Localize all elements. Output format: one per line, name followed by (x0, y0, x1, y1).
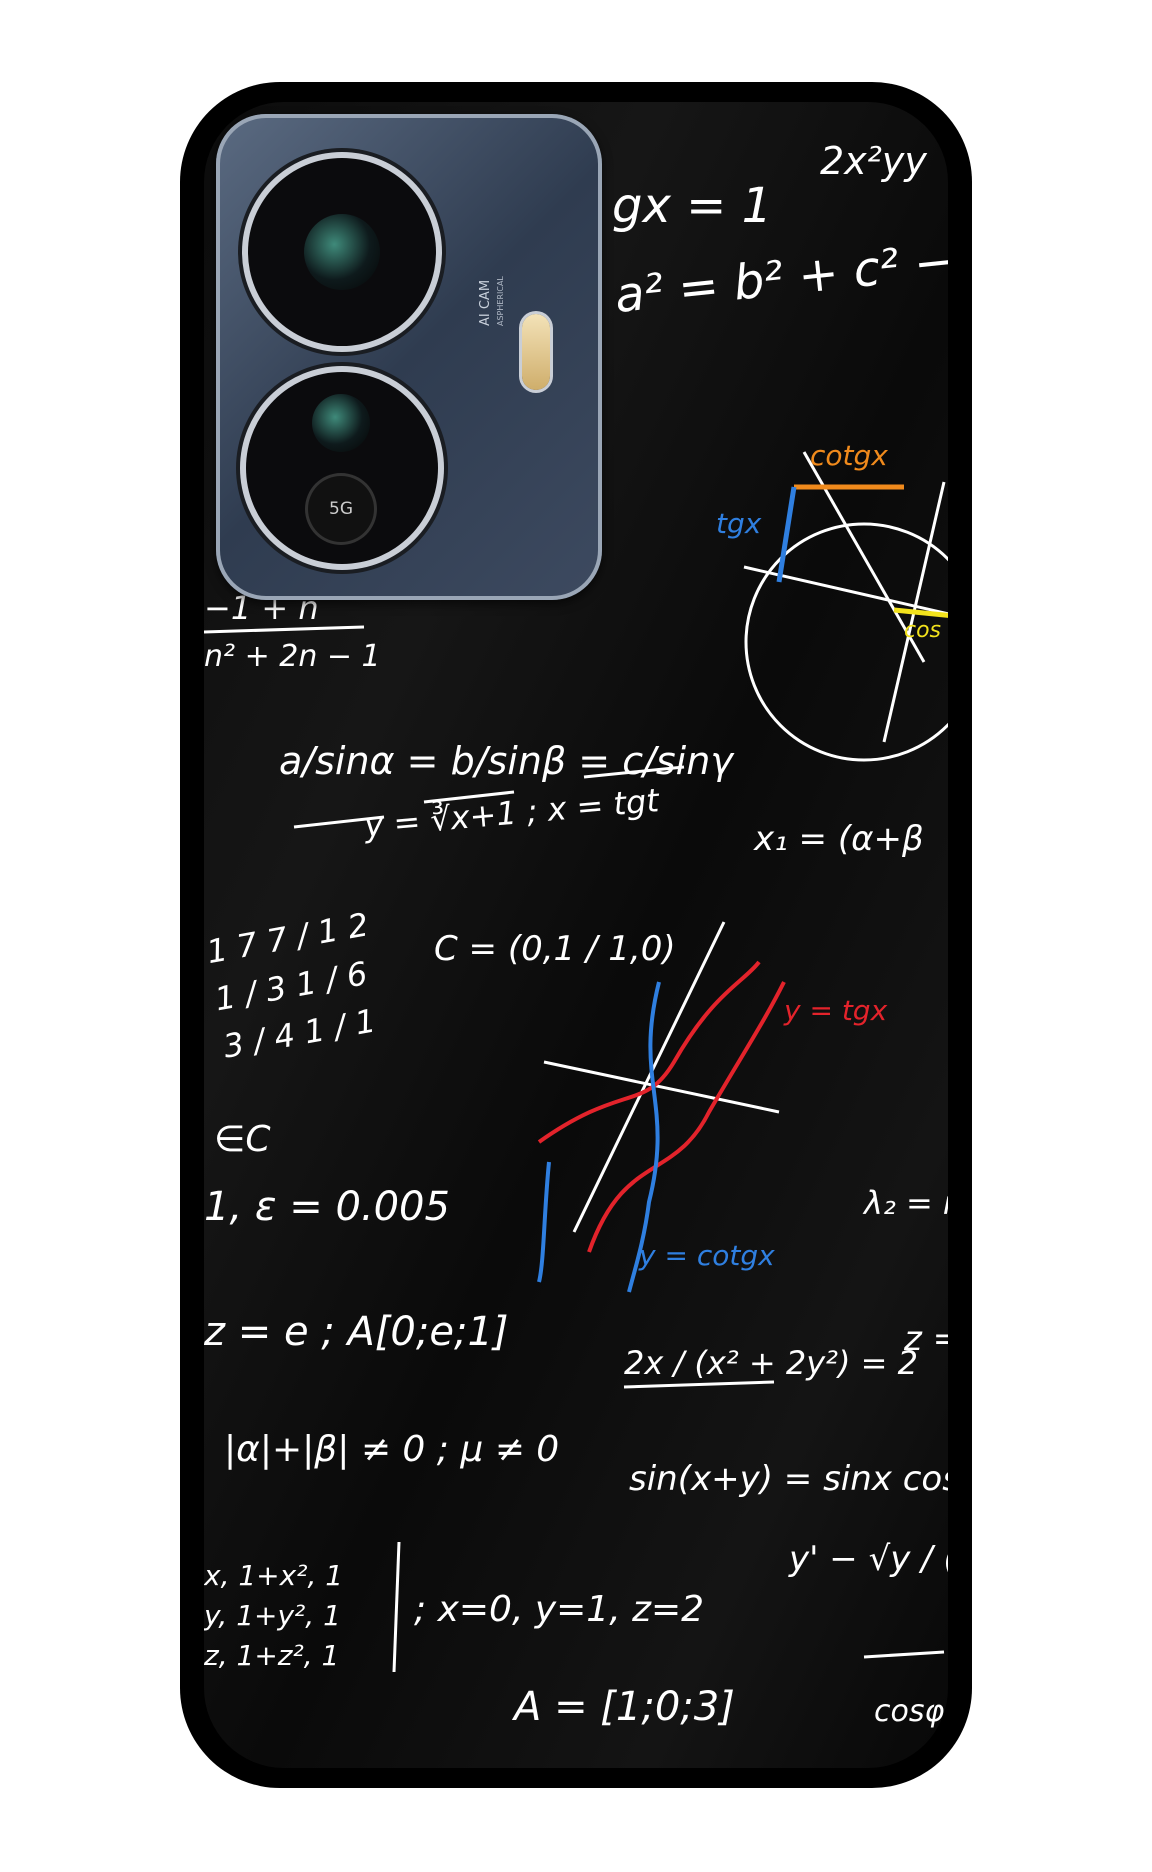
formula: ∈C (214, 1119, 271, 1160)
formula: |α|+|β| ≠ 0 ; μ ≠ 0 (224, 1429, 560, 1470)
formula: cotgx (810, 439, 888, 472)
digits-cluster: 1 7 7 / 1 2 1 / 3 1 / 6 3 / 4 1 / 1 (204, 905, 379, 1066)
flash-icon (522, 314, 550, 390)
formula: a/sinα = b/sinβ = c/sinγ (279, 739, 733, 783)
formula: x, 1+x², 1 (204, 1559, 344, 1592)
5g-badge: 5G (308, 476, 374, 542)
formula: λ₂ = i (864, 1184, 948, 1222)
formula: 2x²yy (820, 139, 927, 183)
main-camera-lens (248, 158, 436, 346)
formula: y' − √y / (x+2) (789, 1539, 948, 1579)
x-axis (543, 1060, 780, 1114)
formula: cosφ (874, 1694, 945, 1729)
cotg-curve-1 (627, 981, 661, 1293)
camera-module: 5G AI CAM ASPHERICAL (216, 114, 602, 600)
formula: C = (0,1 / 1,0) (434, 929, 676, 969)
formula: gx = 1 (612, 178, 773, 234)
diagram-lines (204, 451, 948, 1673)
formula: 1, ε = 0.005 (204, 1184, 450, 1230)
formula: cos (904, 618, 942, 643)
formula: ; x=0, y=1, z=2 (414, 1589, 705, 1630)
camera-label: AI CAM (478, 279, 493, 326)
cotg-curve-2 (537, 1161, 551, 1283)
formula: A = [1;0;3] (514, 1684, 735, 1730)
formula: 2x / (x² + 2y²) = 2 (624, 1344, 918, 1382)
formula: z = e ; A[0;e;1] (204, 1309, 509, 1355)
cos-segment (893, 607, 948, 618)
formula: z = (904, 1319, 948, 1359)
formula: y, 1+y², 1 (204, 1599, 341, 1632)
secondary-lens-housing: 5G (246, 372, 438, 564)
formula: y = cotgx (639, 1239, 775, 1272)
camera-sublabel: ASPHERICAL (496, 276, 505, 326)
y-axis (572, 921, 726, 1233)
formula: y = tgx (784, 994, 888, 1027)
formula: n² + 2n − 1 (204, 639, 381, 674)
formula: z, 1+z², 1 (204, 1639, 340, 1672)
unit-circle (744, 522, 948, 762)
formula: tgx (716, 507, 762, 540)
formula: sin(x+y) = sinx cos (629, 1459, 948, 1499)
tg-segment (776, 486, 797, 583)
tg-curve-1 (537, 960, 761, 1144)
formula: x₁ = (α+β (754, 819, 924, 859)
tg-curve-2 (587, 981, 786, 1253)
